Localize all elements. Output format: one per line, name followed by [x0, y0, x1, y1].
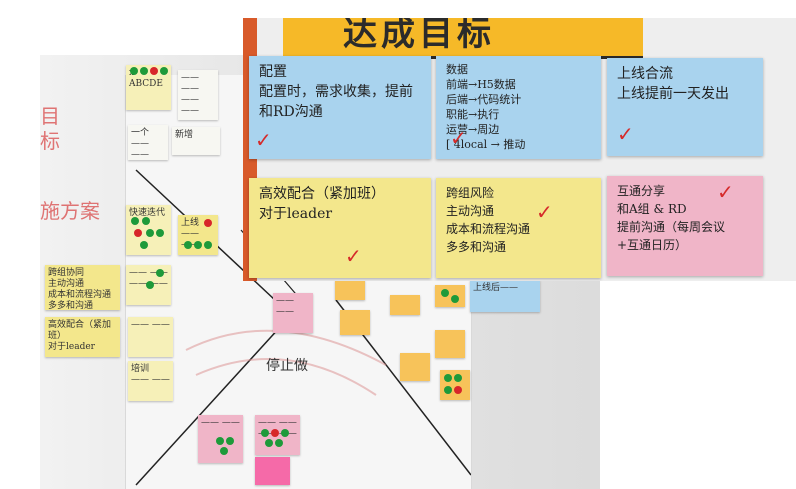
sticky-note [335, 280, 365, 300]
check-mark-icon: ✓ [617, 122, 634, 146]
closeup-photo: 达成目标 配置 配置时，需求收集，提前 和RD沟通 ✓ 数据 前端→H5数据 后… [243, 18, 796, 281]
sticky-note: —— —— —— —— [126, 265, 171, 305]
check-mark-icon: ✓ [255, 128, 272, 152]
check-mark-icon: ✓ [450, 126, 467, 150]
check-mark-icon: ✓ [345, 244, 362, 268]
sticky-note [435, 285, 465, 307]
sticky-note: —— —— —— —— [178, 70, 218, 120]
sticky-card-risk: 跨组风险 主动沟通 成本和流程沟通 多多和沟通 ✓ [436, 178, 601, 278]
sticky-card-config: 配置 配置时，需求收集，提前 和RD沟通 ✓ [249, 56, 431, 159]
sticky-card-collaboration: 高效配合（紧加班） 对于leader ✓ [249, 178, 431, 278]
red-ink-text-3: 施方案 [40, 199, 100, 223]
check-mark-icon: ✓ [717, 180, 734, 204]
red-ink-text-1: 目 [40, 104, 60, 128]
sticky-note: 一个 —— —— [128, 125, 168, 160]
sticky-note [255, 457, 290, 485]
sticky-card-sharing: 互通分享 和A组 & RD 提前沟通（每周会议 +互通日历） ✓ [607, 176, 763, 276]
check-mark-icon: ✓ [536, 200, 553, 224]
sticky-note [340, 310, 370, 335]
red-ink-text-2: 标 [40, 129, 60, 153]
sticky-note: —— —— [128, 317, 173, 357]
sticky-note: 快速迭代 [126, 205, 171, 255]
sticky-note: 跨组协同 主动沟通 成本和流程沟通 多多和沟通 [45, 265, 120, 311]
sticky-note: 上线 —— —— [178, 215, 218, 255]
goal-header-text: 达成目标 [343, 18, 495, 54]
sticky-note: 新增 [172, 127, 220, 155]
sticky-note: 培训 —— —— [128, 361, 173, 401]
sticky-note: 高效配合（紧加班） 对于leader [45, 317, 120, 357]
paper-center-label: 停止做 [266, 358, 308, 374]
goal-header-card: 达成目标 [283, 18, 643, 59]
sticky-note: 上线后—— [470, 280, 540, 312]
sticky-note: —— —— [198, 415, 243, 463]
sticky-card-launch: 上线合流 上线提前一天发出 ✓ [607, 58, 763, 156]
sticky-card-data: 数据 前端→H5数据 后端→代码统计 职能→执行 运营→周边 [ 4local … [436, 56, 601, 159]
sticky-note [440, 370, 470, 400]
sticky-note: —— —— [273, 293, 313, 333]
sticky-note [400, 353, 430, 381]
sticky-note: x ABCDE [126, 65, 171, 110]
sticky-note [435, 330, 465, 358]
sticky-note [390, 295, 420, 315]
sticky-note: —— —— —— —— [255, 415, 300, 455]
